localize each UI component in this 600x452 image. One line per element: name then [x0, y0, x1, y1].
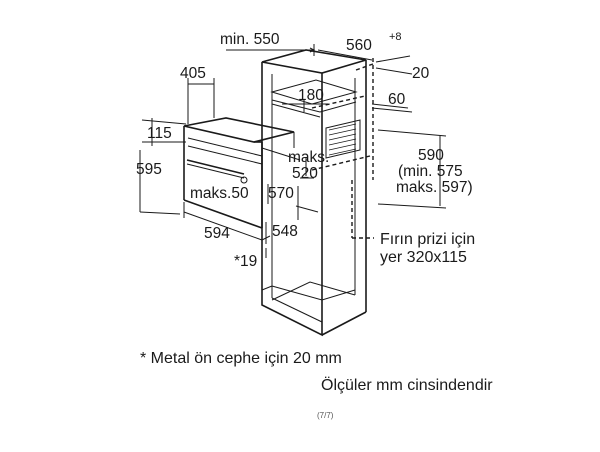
dim-oven-depth: 405 [180, 65, 206, 82]
dim-front-depth: 548 [272, 223, 298, 240]
socket-outline [311, 58, 374, 239]
page-number: (7/7) [317, 411, 334, 420]
dimension-labels: min. 550 560 +8 20 405 180 60 115 595 ma… [136, 31, 473, 270]
dim-metal-front-offset: *19 [234, 253, 257, 270]
dimension-lines [139, 44, 447, 260]
footnote: * Metal ön cephe için 20 mm [140, 350, 342, 367]
dim-inner-width: 570 [268, 185, 294, 202]
dim-rear-gap: 60 [388, 91, 406, 108]
dim-opening-height-min: (min. 575 [398, 163, 463, 180]
dim-opening-height: 590 [418, 147, 444, 164]
dim-top-gap: 20 [412, 65, 430, 82]
dim-opening-depth: 180 [298, 87, 324, 104]
dim-oven-height: 595 [136, 161, 162, 178]
units-note: Ölçüler mm cinsindendir [321, 376, 493, 394]
dim-maks-label: maks. [288, 149, 329, 166]
notes: Fırın prizi için yer 320x115 * Metal ön … [140, 231, 493, 420]
dim-front-height: 115 [147, 125, 172, 142]
dim-oven-width: 594 [204, 225, 230, 242]
dim-maks-value: 520 [292, 165, 318, 182]
dim-opening-height-max: maks. 597) [396, 179, 473, 196]
socket-note-line1: Fırın prizi için [380, 231, 475, 248]
oven [183, 117, 301, 229]
dim-cabinet-depth-tolerance: +8 [389, 31, 402, 43]
dim-cabinet-depth: 560 [346, 37, 372, 54]
dim-cabinet-min-width: min. 550 [220, 31, 280, 48]
socket-note-line2: yer 320x115 [380, 249, 467, 266]
dim-side-offset: maks.50 [190, 185, 249, 202]
